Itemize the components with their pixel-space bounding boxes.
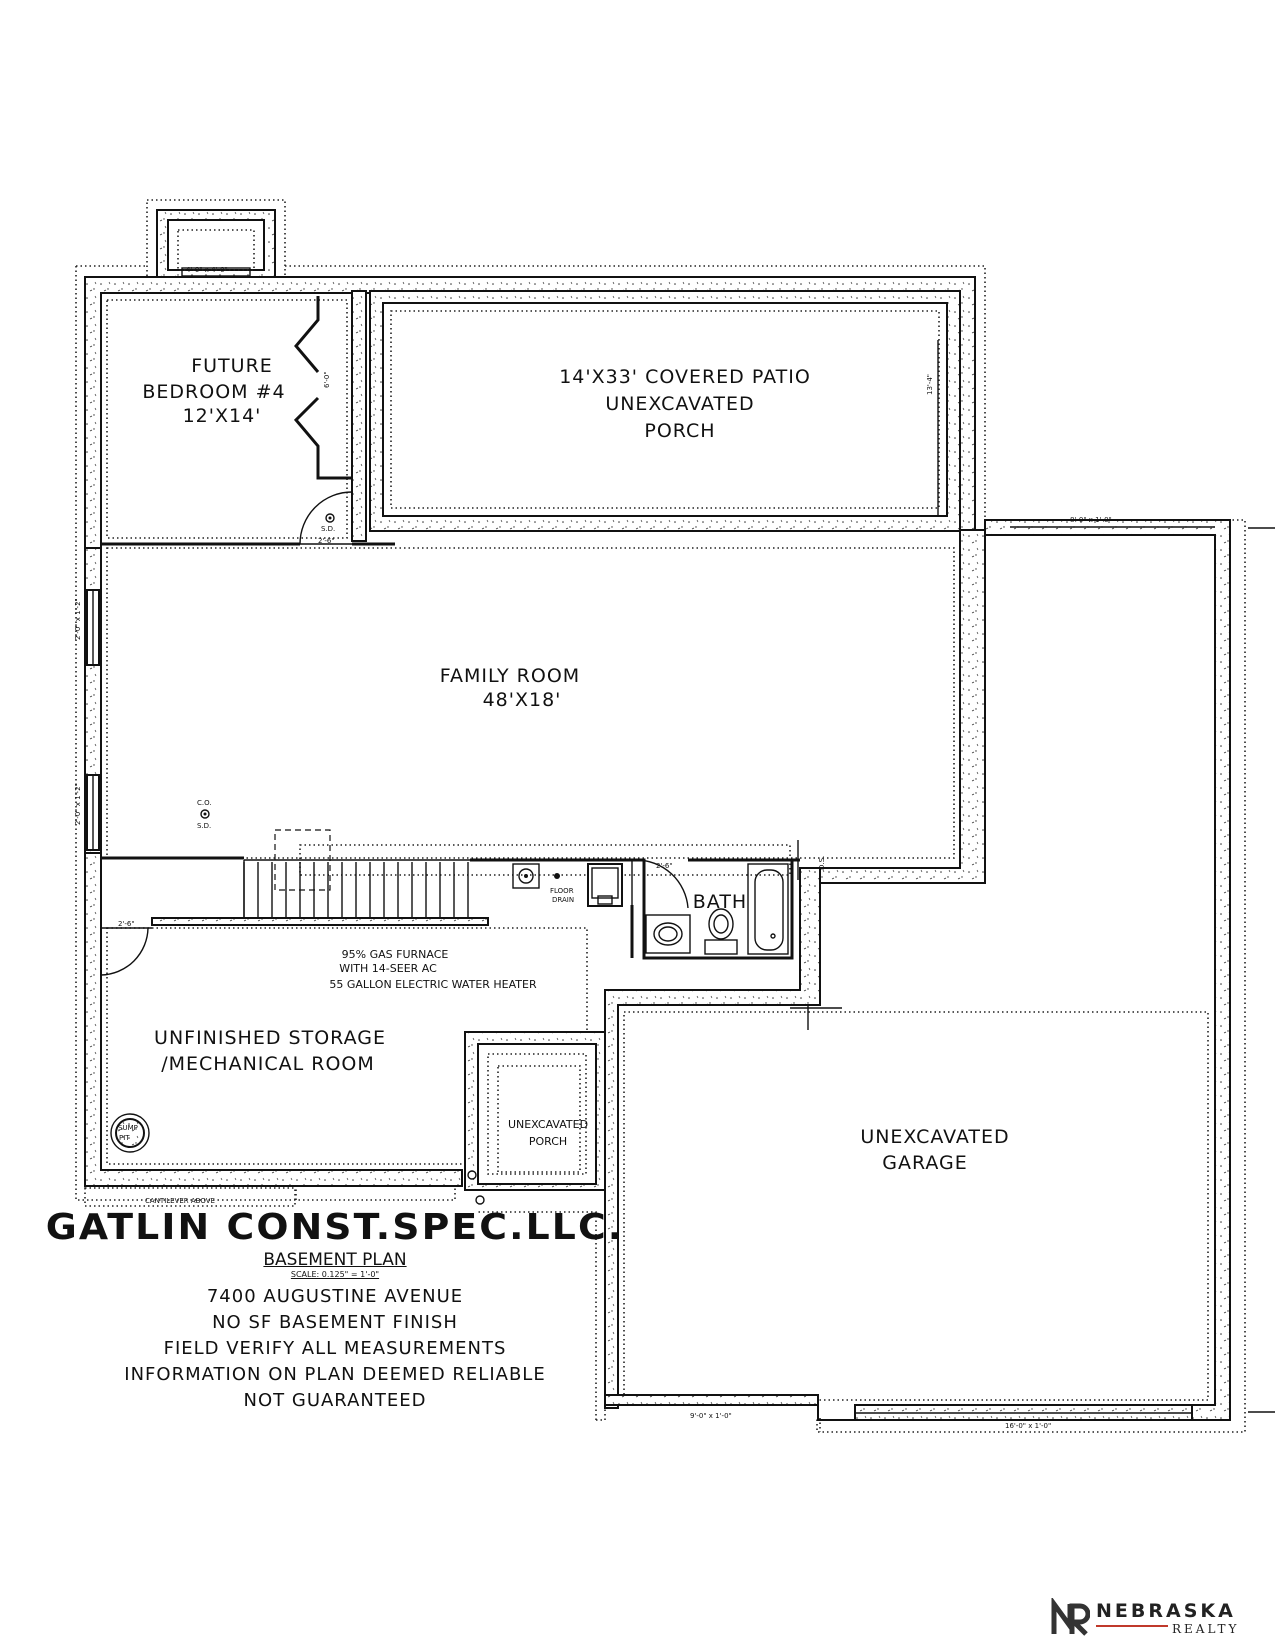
- foundation-outline: [75, 265, 1246, 1433]
- family-room-size: 48'X18': [483, 689, 562, 711]
- cantilever-label: CANTILEVER ABOVE: [145, 1197, 215, 1205]
- porch-label-line2: PORCH: [529, 1135, 567, 1148]
- guarantee-note: NOT GUARANTEED: [243, 1390, 427, 1411]
- bedroom-smoke-detector: S.D.: [321, 525, 335, 533]
- sump-pit-label: SUMP: [118, 1124, 138, 1132]
- garage-bottom-b-dimension: 16'-0" x 1'-0": [1005, 1422, 1051, 1430]
- nebraska-realty-logo: NEBRASKA REALTY: [1050, 1596, 1260, 1640]
- bedroom-door-dimension: 2'-6": [318, 537, 335, 545]
- patio-label-line3: PORCH: [644, 420, 715, 442]
- room-labels: FUTURE BEDROOM #4 12'X14' 14'X33' COVERE…: [142, 355, 1009, 1174]
- water-heater-note: 55 GALLON ELECTRIC WATER HEATER: [329, 978, 537, 991]
- bedroom-label-line2: BEDROOM #4: [142, 381, 285, 403]
- storage-label-line2: /MECHANICAL ROOM: [161, 1053, 375, 1075]
- storage-door-dimension: 2'-6": [118, 920, 135, 928]
- bathroom: FLOOR DRAIN D.S.: [512, 840, 842, 1030]
- plan-scale: SCALE: 0.125" = 1'-0": [290, 1270, 380, 1279]
- patio-label-line2: UNEXCAVATED: [605, 393, 754, 415]
- reliable-note: INFORMATION ON PLAN DEEMED RELIABLE: [124, 1364, 546, 1385]
- verify-note: FIELD VERIFY ALL MEASUREMENTS: [163, 1338, 507, 1359]
- brand-name: NEBRASKA: [1096, 1600, 1236, 1622]
- plan-name: BASEMENT PLAN: [263, 1250, 407, 1270]
- window-a-dimension: 2'-0" x 1'-2": [74, 598, 82, 640]
- porch-label-line1: UNEXCAVATED: [508, 1118, 588, 1131]
- storage-label-line1: UNFINISHED STORAGE: [154, 1027, 386, 1049]
- bath-door-dimension: 2'-6": [656, 862, 673, 870]
- bedroom-door: 2'-6" S.D.: [101, 491, 395, 546]
- title-block: GATLIN CONST.SPEC.LLC. BASEMENT PLAN SCA…: [10, 1208, 660, 1414]
- family-clean-out: C.O.: [197, 799, 212, 807]
- garage-walls: 8'-0" x 1'-0" 9'-0" x 1'-0" 16'-0" x 1'-…: [604, 516, 1275, 1430]
- closet-dimension: 6'-0": [323, 371, 331, 388]
- bedroom-label-line1: FUTURE: [191, 355, 273, 377]
- window-b-dimension: 2'-0" x 1'-2": [74, 783, 82, 825]
- sf-note: NO SF BASEMENT FINISH: [212, 1312, 458, 1333]
- company-name: GATLIN CONST.SPEC.LLC.: [45, 1207, 625, 1248]
- floor-drain-label-1: FLOOR: [550, 887, 574, 895]
- garage-window-dimension: 8'-0" x 1'-0": [1070, 516, 1112, 524]
- storage-walls: 2'-6" SUMP PIT CANTILEVER ABOVE: [84, 852, 588, 1207]
- family-smoke-detector: S.D.: [197, 822, 211, 830]
- bath-label: BATH: [693, 891, 747, 913]
- brand-sub: REALTY: [1172, 1622, 1240, 1636]
- furnace-note: 95% GAS FURNACE: [342, 948, 449, 961]
- garage-label-line1: UNEXCAVATED: [860, 1126, 1009, 1148]
- small-porch: [464, 1031, 606, 1205]
- bath-dim-marker: D.S.: [818, 856, 826, 870]
- patio-depth-dimension: 13'-4": [926, 374, 934, 395]
- floor-drain-label-2: DRAIN: [552, 896, 574, 904]
- window-well: [146, 199, 286, 281]
- brand-accent-rule: [1096, 1625, 1168, 1627]
- family-room-label: FAMILY ROOM: [440, 665, 580, 687]
- ac-note: WITH 14-SEER AC: [339, 962, 437, 975]
- nr-logo-icon: [1051, 1598, 1090, 1636]
- window-well-dimension: 4'-0" x 4'-0": [186, 266, 228, 274]
- bedroom-size: 12'X14': [183, 405, 262, 427]
- garage-label-line2: GARAGE: [882, 1152, 968, 1174]
- address: 7400 AUGUSTINE AVENUE: [206, 1286, 464, 1307]
- sump-pit-label-2: PIT: [119, 1134, 130, 1142]
- stair-treads: [243, 862, 469, 918]
- upper-walls: 6'-0" 13'-4" 4'-0" x 4'-0": [84, 266, 976, 549]
- family-room-bottom-wall: 2'-6": [101, 856, 800, 909]
- patio-label-line1: 14'X33' COVERED PATIO: [559, 366, 811, 388]
- garage-bottom-a-dimension: 9'-0" x 1'-0": [690, 1412, 732, 1420]
